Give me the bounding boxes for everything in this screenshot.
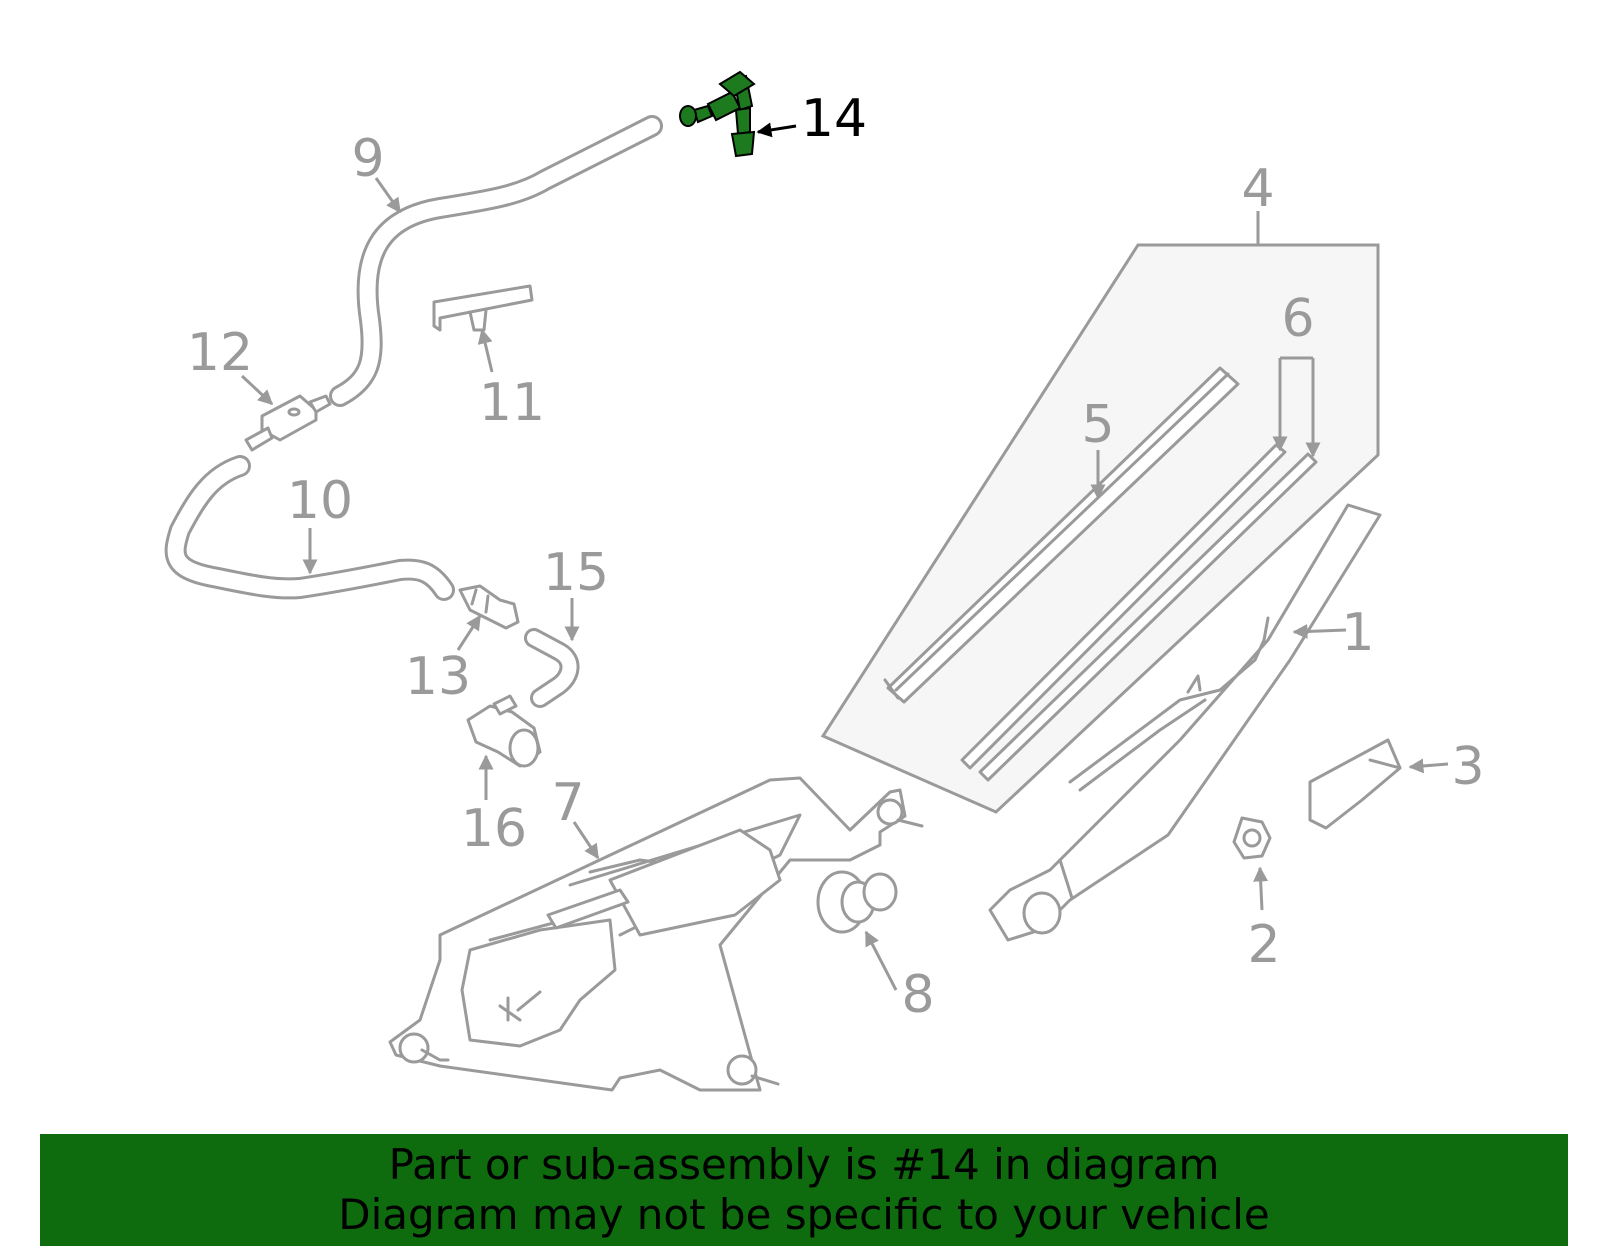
callout-7: 7 (551, 773, 584, 833)
part-4-blade-kit-panel (820, 211, 1380, 814)
part-5-wiper-blade (883, 366, 1240, 704)
part-9-hose (329, 115, 663, 407)
info-banner: Part or sub-assembly is #14 in diagram D… (40, 1134, 1568, 1246)
callout-16: 16 (461, 799, 527, 859)
callout-3: 3 (1451, 737, 1484, 797)
part-8-grommet (816, 870, 898, 991)
callout-14: 14 (801, 89, 867, 149)
callout-6: 6 (1281, 289, 1314, 349)
callout-8: 8 (901, 965, 934, 1025)
part-6-blade-refills (960, 356, 1321, 782)
part-14-elbow-fitting (679, 70, 797, 158)
part-13-connector (456, 584, 520, 651)
callout-4: 4 (1241, 159, 1274, 219)
part-12-check-valve (240, 374, 332, 452)
callout-5: 5 (1081, 395, 1114, 455)
banner-line-disclaimer: Diagram may not be specific to your vehi… (338, 1190, 1270, 1239)
part-10-hose (164, 455, 455, 601)
callout-10: 10 (287, 471, 353, 531)
banner-line-part: Part or sub-assembly is #14 in diagram (388, 1140, 1220, 1189)
callout-1: 1 (1341, 603, 1374, 663)
part-15-elbow-hose (524, 598, 580, 708)
part-2-nut (1232, 816, 1272, 911)
callout-15: 15 (543, 543, 609, 603)
callout-2: 2 (1247, 915, 1280, 975)
callout-13: 13 (405, 647, 471, 707)
part-11-bracket (432, 284, 534, 373)
callout-11: 11 (479, 373, 545, 433)
part-16-washer-nozzle (466, 694, 542, 800)
part-7-wiper-motor (388, 776, 924, 1092)
callout-12: 12 (187, 323, 253, 383)
callout-9: 9 (351, 129, 384, 189)
part-1-wiper-arm (988, 503, 1382, 942)
part-3-arm-cap (1308, 738, 1449, 830)
